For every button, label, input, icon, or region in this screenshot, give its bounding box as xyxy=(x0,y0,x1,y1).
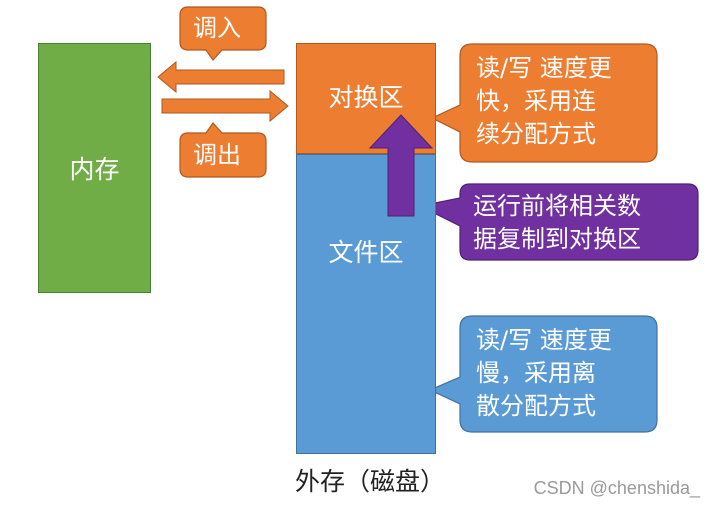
memory-label: 内存 xyxy=(69,155,120,184)
copy-up-arrow xyxy=(368,114,434,217)
swap-note-text: 读/写 速度更 快，采用连 续分配方式 xyxy=(476,54,612,148)
swap-out-callout xyxy=(179,122,267,178)
swap-out-label: 调出 xyxy=(193,141,241,169)
watermark: CSDN @chenshida_ xyxy=(533,478,700,498)
copy-note-text: 运行前将相关数 据复制到对换区 xyxy=(473,192,641,253)
file-area-label: 文件区 xyxy=(328,238,404,267)
swap-note-callout xyxy=(430,43,658,163)
file-note-callout xyxy=(428,315,658,433)
swap-in-arrow xyxy=(157,60,285,94)
copy-note-callout xyxy=(418,183,699,261)
disk-caption: 外存（磁盘） xyxy=(295,467,446,496)
memory-block: 内存 xyxy=(38,43,151,293)
swap-in-callout xyxy=(179,6,267,61)
swap-area-label: 对换区 xyxy=(328,82,404,112)
file-note-text: 读/写 速度更 慢，采用离 散分配方式 xyxy=(476,326,612,420)
swap-in-label: 调入 xyxy=(193,14,241,42)
swap-out-arrow xyxy=(161,89,289,123)
